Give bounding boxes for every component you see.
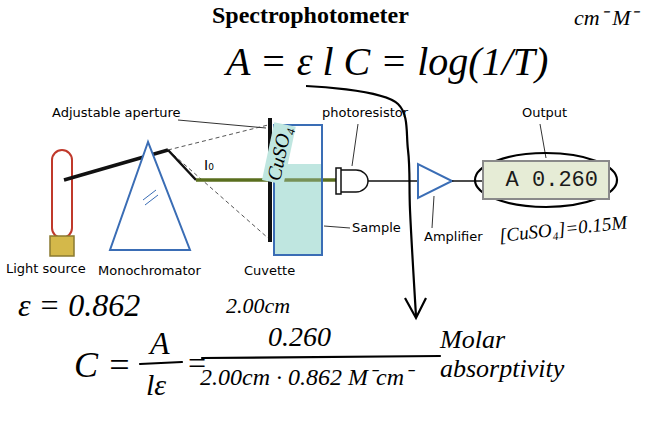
lamp-base <box>50 236 74 256</box>
fraction-bar <box>140 362 182 364</box>
dispersion-line <box>168 150 268 238</box>
handwritten-note: Molar absorptivity <box>440 326 630 383</box>
part-label: Monochromator <box>98 264 201 278</box>
arrowhead <box>405 298 426 318</box>
output-display: A 0.260 <box>482 160 610 200</box>
wire <box>452 180 482 182</box>
handwritten-value: 2.00cm <box>226 294 290 318</box>
prism <box>110 142 190 250</box>
fraction-bar <box>202 356 440 358</box>
handwritten-equation: C = <box>74 346 131 386</box>
photoresistor-base <box>336 168 341 194</box>
handwritten-numerator: 0.260 <box>268 322 331 353</box>
handwritten-denominator: 2.00cm · 0.862 M⁻cm⁻ <box>200 364 412 390</box>
display-reading: A 0.260 <box>506 168 598 193</box>
handwritten-equation: A = ε l C = log(1/T) <box>226 40 548 84</box>
part-label: Sample <box>352 221 401 235</box>
handwritten-units: cm⁻ M⁻ <box>574 6 637 30</box>
handwritten-circle <box>475 153 617 207</box>
leader-line <box>352 124 358 166</box>
leader-line <box>432 196 434 228</box>
handwritten-numerator: A <box>150 326 170 361</box>
part-label: photoresistor <box>322 106 408 120</box>
photoresistor <box>340 170 368 192</box>
leader-line <box>324 226 350 228</box>
lamp-bulb <box>52 150 72 238</box>
light-beam <box>168 150 196 180</box>
leader-line <box>178 120 266 128</box>
amplifier-symbol <box>418 164 452 198</box>
part-label: Adjustable aperture <box>52 106 181 120</box>
handwritten-denominator: lε <box>146 368 166 401</box>
part-label: Cuvette <box>244 264 295 278</box>
part-label: Amplifier <box>424 230 483 244</box>
dispersion-line <box>168 125 268 150</box>
handwritten-arrow <box>306 86 416 316</box>
prism-mark <box>145 195 158 205</box>
handwritten-note: [CuSO₄]=0.15M <box>498 213 628 247</box>
part-label: Output <box>522 106 567 120</box>
title: Spectrophotometer <box>212 2 409 28</box>
part-label: Light source <box>6 262 86 276</box>
beam-symbol: I₀ <box>204 158 214 173</box>
handwritten-value: ε = 0.862 <box>18 288 140 323</box>
